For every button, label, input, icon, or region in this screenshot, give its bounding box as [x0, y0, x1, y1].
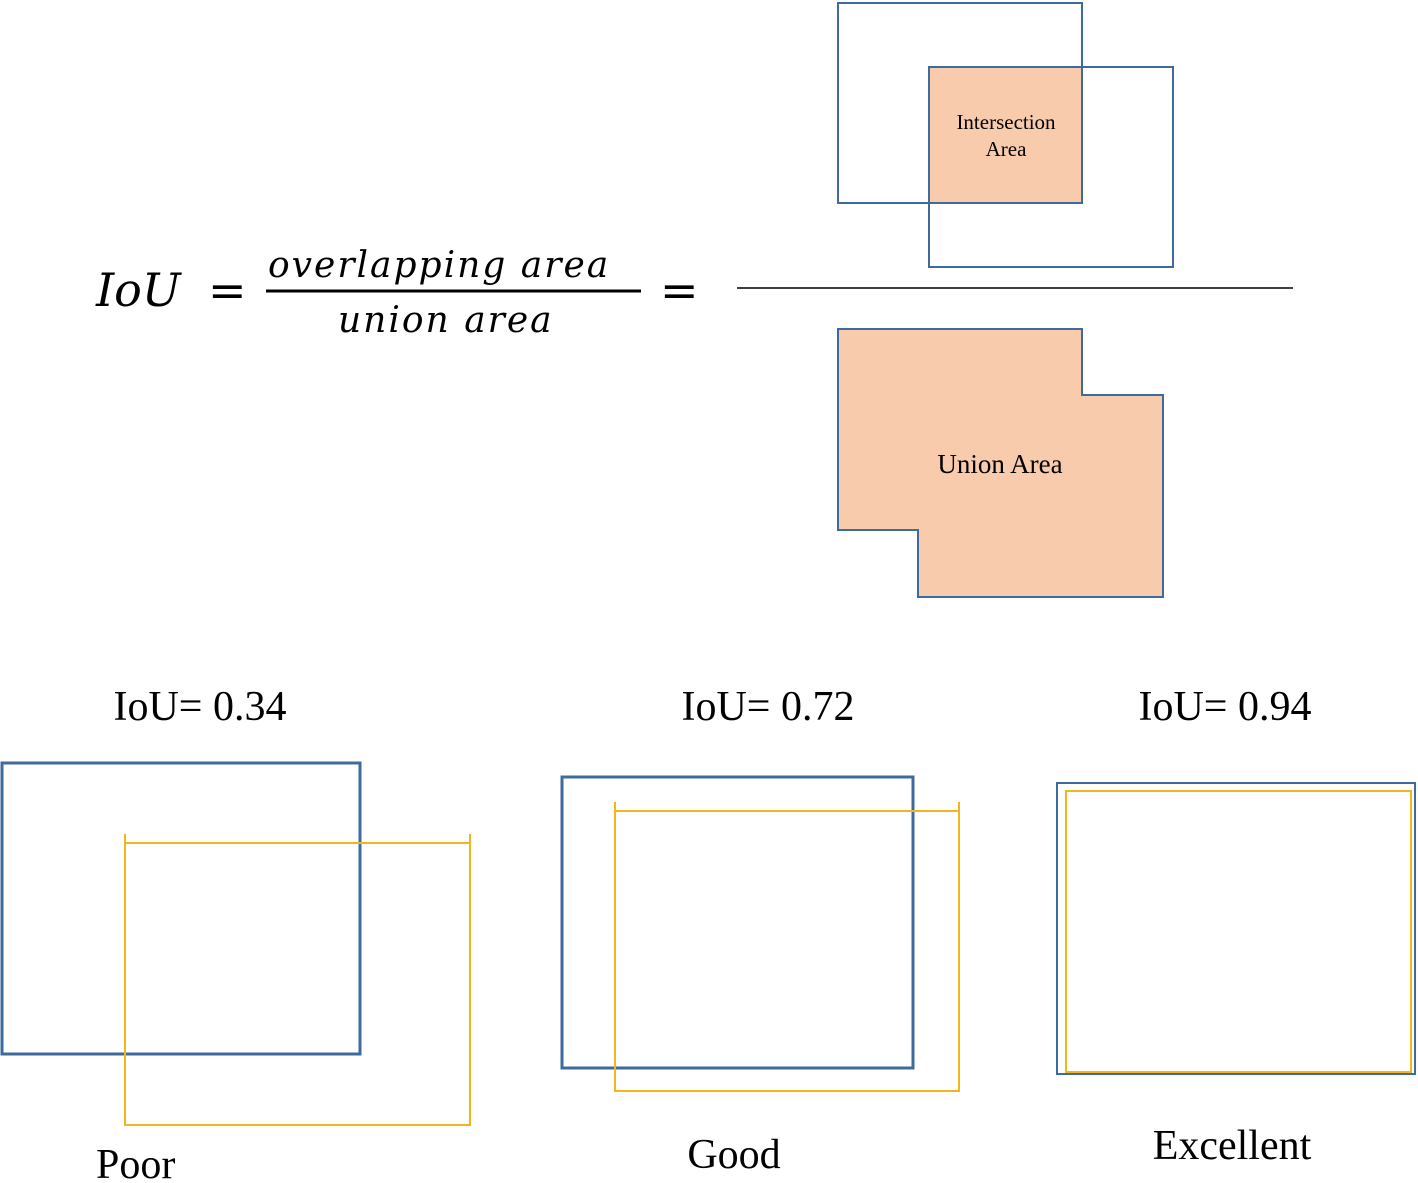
example-good: IoU= 0.72 Good — [560, 684, 960, 1178]
formula-numerator: overlapping area — [268, 245, 610, 286]
predicted-box — [1065, 790, 1412, 1073]
example-score-label: IoU= 0.34 — [113, 684, 286, 730]
intersection-area-fill — [929, 67, 1082, 203]
example-poor: IoU= 0.34 Poor — [0, 684, 471, 1183]
example-quality-label: Excellent — [1153, 1123, 1312, 1169]
formula-lhs: IoU — [95, 263, 183, 317]
intersection-label-line1: Intersection — [956, 110, 1056, 134]
intersection-label-line2: Area — [986, 137, 1027, 161]
iou-formula: IoU = overlapping area union area = — [95, 245, 699, 341]
box-a — [837, 2, 1083, 204]
formula-denominator: union area — [338, 300, 554, 341]
union-diagram: Union Area — [837, 328, 1164, 598]
example-quality-label: Good — [687, 1132, 780, 1178]
union-area-shape — [837, 328, 1164, 598]
predicted-box — [124, 842, 471, 1126]
ground-truth-box — [1056, 782, 1416, 1075]
box-b — [928, 66, 1174, 268]
example-score-label: IoU= 0.72 — [681, 684, 854, 730]
formula-equals-2: = — [660, 263, 699, 317]
example-score-label: IoU= 0.94 — [1138, 684, 1311, 730]
predicted-box — [614, 810, 960, 1092]
ground-truth-box — [0, 761, 362, 1056]
example-excellent: IoU= 0.94 Excellent — [1056, 684, 1416, 1169]
intersection-diagram: Intersection Area — [837, 2, 1174, 268]
example-quality-label: Poor — [96, 1142, 175, 1183]
formula-equals: = — [208, 263, 247, 317]
ground-truth-box — [560, 775, 915, 1070]
union-area-label: Union Area — [937, 449, 1062, 479]
